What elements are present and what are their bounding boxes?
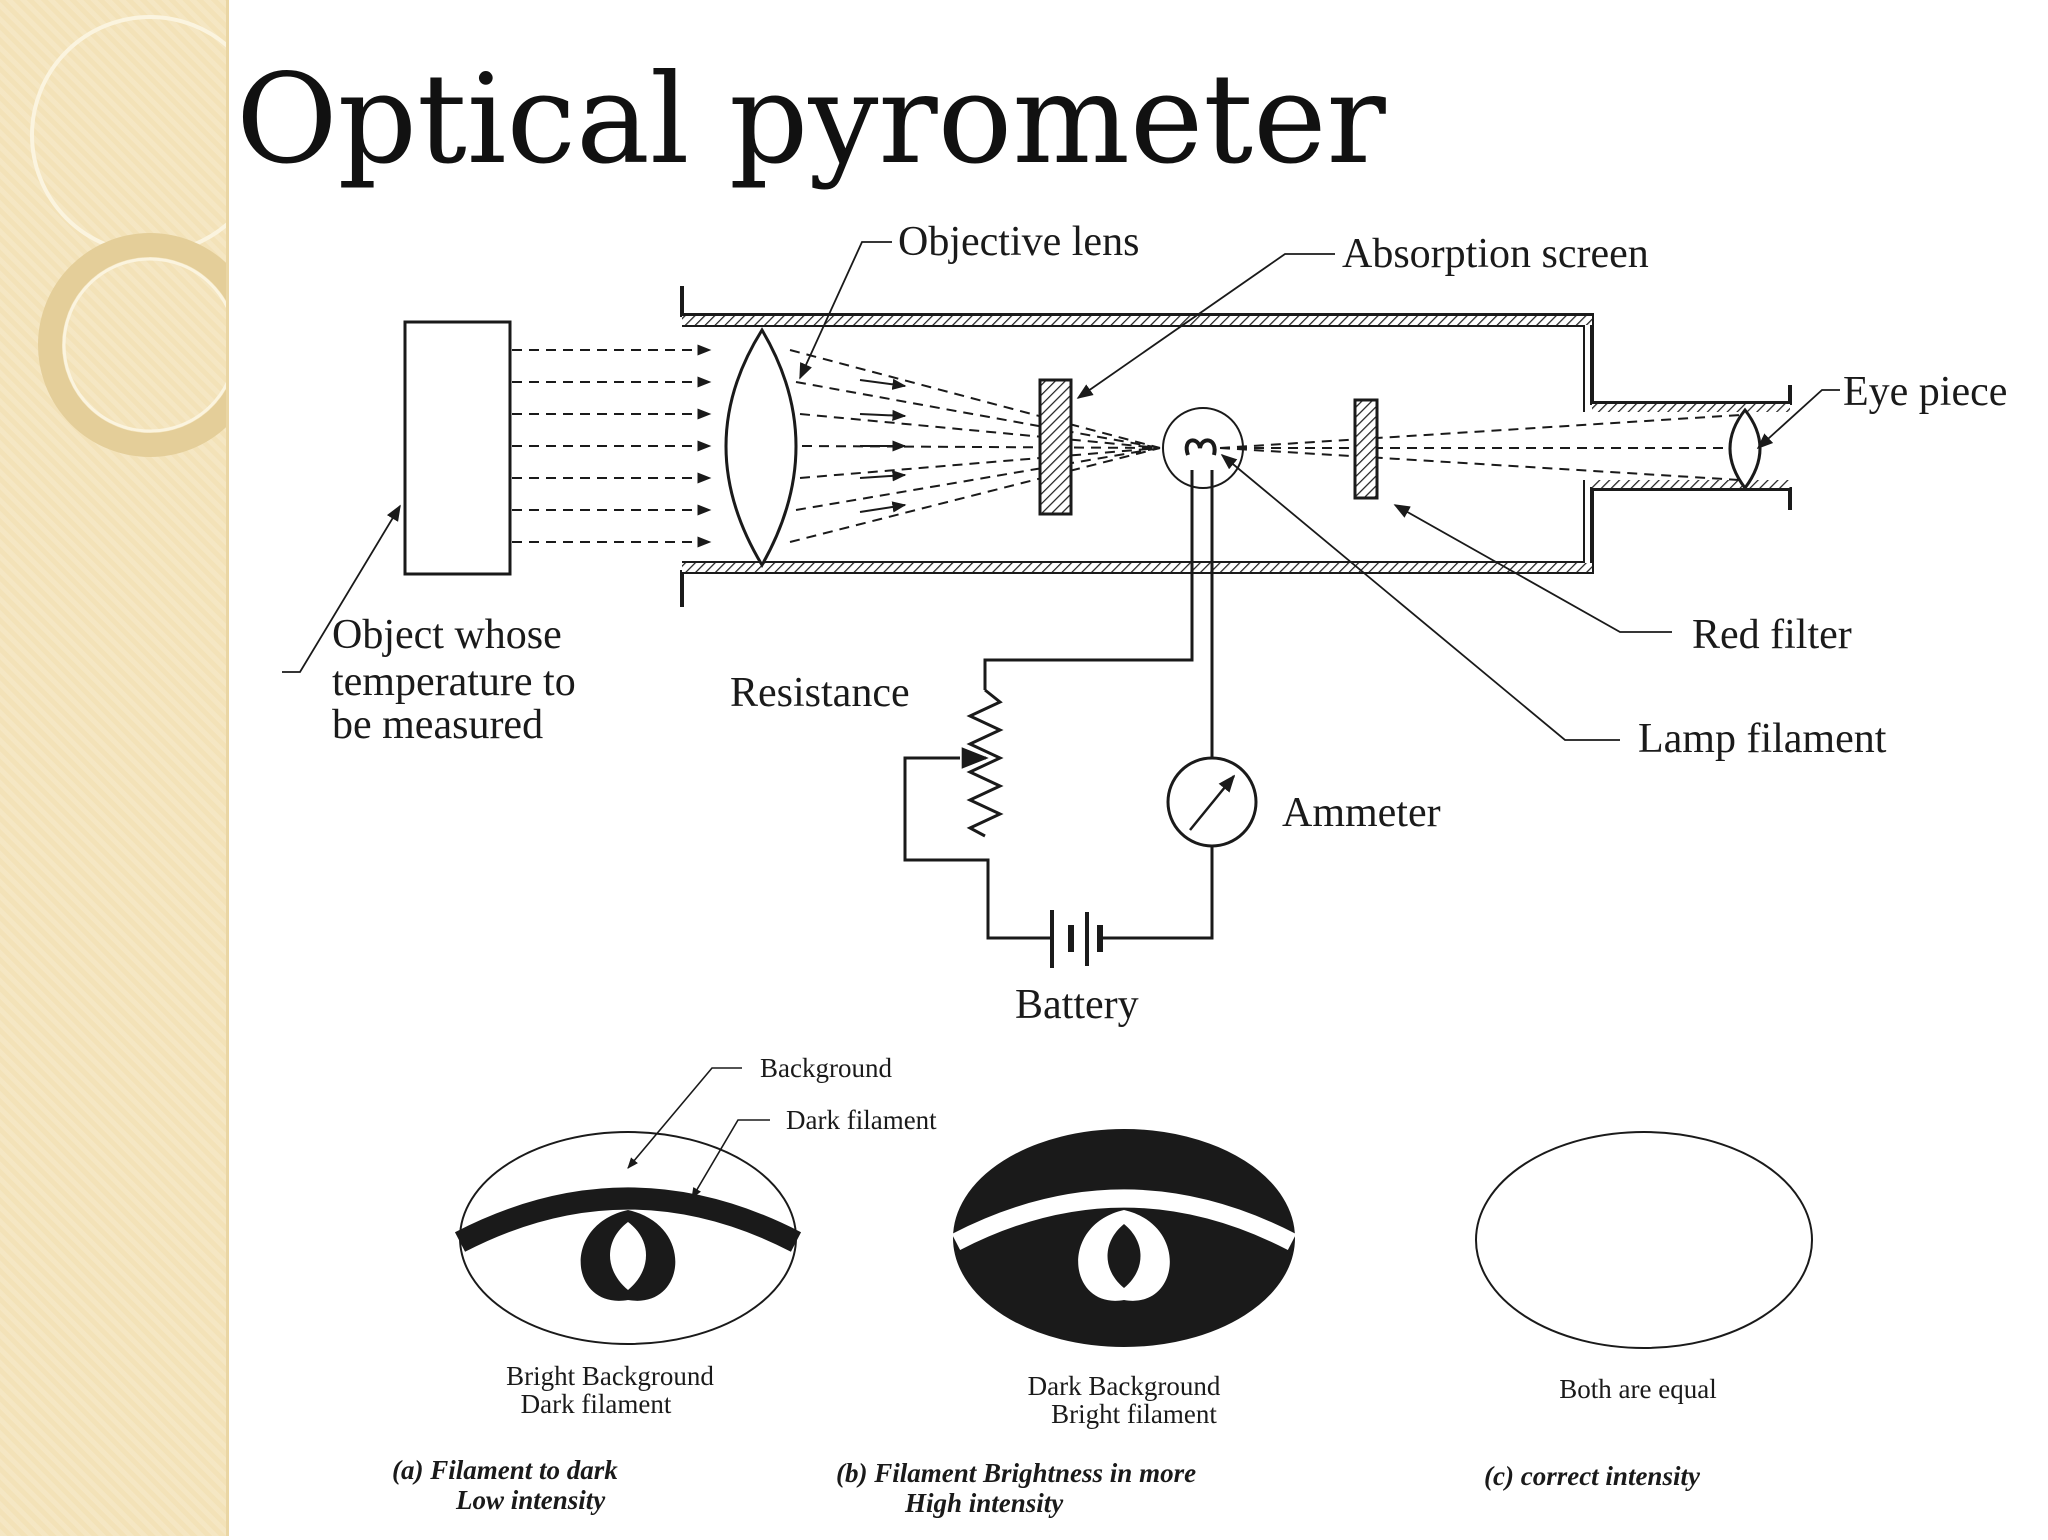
label-object-line-2: temperature to [332,659,576,705]
label-red-filter: Red filter [1692,612,1852,658]
view-b-caption-line-2: High intensity [904,1488,1064,1518]
sidebar-edge [226,0,229,1536]
eyepiece-lower-hatch [1592,480,1790,488]
leader-objective-lens [799,241,892,380]
decorative-sidebar [0,0,270,1536]
tube-lower-wall [680,487,1792,607]
leader-lamp-filament [1220,453,1620,741]
label-dark-filament: Dark filament [786,1105,937,1135]
red-filter [1353,398,1379,500]
leader-eye-piece [1756,389,1840,450]
leader-background [627,1067,742,1169]
view-a-low-intensity [454,1131,802,1345]
label-lamp-filament: Lamp filament [1638,716,1887,762]
label-eye-piece: Eye piece [1843,369,2007,415]
view-a-caption-line-1: (a) Filament to dark [392,1455,618,1485]
objective-lens [724,327,798,568]
leader-red-filter [1393,504,1672,633]
slide-title: Optical pyrometer [236,48,1386,192]
label-ammeter: Ammeter [1282,790,1441,836]
tube-upper-wall [680,286,1792,405]
leader-absorption-screen [1076,253,1335,399]
view-b-bright-filament-arc [951,1189,1297,1250]
label-object-line-1: Object whose [332,612,562,658]
view-b-desc-line-1: Dark Background [1028,1371,1221,1401]
battery-symbol [1050,910,1103,968]
view-leader-lines [627,1067,770,1199]
label-absorption-screen: Absorption screen [1342,231,1649,277]
object-box [403,320,512,576]
electric-circuit [903,470,1214,940]
leader-lines [282,241,1840,741]
label-battery: Battery [1015,982,1139,1028]
view-c-correct-intensity [1475,1131,1813,1349]
view-c-desc-line-1: Both are equal [1559,1374,1716,1404]
resistance-zigzag [966,688,1004,838]
wire-ammeter-to-battery [1100,840,1214,940]
view-a-caption-line-2: Low intensity [455,1485,606,1515]
view-c-caption-line-1: (c) correct intensity [1484,1461,1701,1491]
leader-dark-filament [691,1119,770,1199]
lamp-filament [1184,438,1217,456]
lamp-bulb [1162,407,1244,489]
view-a-dark-filament-arc [454,1187,802,1252]
view-b-high-intensity [951,1129,1297,1347]
view-a-desc-line-1: Bright Background [506,1361,714,1391]
view-a-desc-line-2: Dark filament [521,1389,672,1419]
view-b-desc-line-2: Bright filament [1051,1399,1217,1429]
wire-lamp-to-resistance [983,470,1194,690]
rays-object-to-lens [512,344,712,548]
label-object-line-3: be measured [332,702,543,748]
rays-converging [789,349,1161,543]
ammeter-needle [1189,774,1236,831]
leader-object [282,504,401,673]
rays-to-eyepiece [1219,414,1741,481]
eyepiece-upper-hatch [1592,404,1790,412]
wire-resistance-to-battery [903,756,1052,940]
tube-lower-hatch [682,563,1592,572]
telescope-tube [680,286,1792,607]
tube-upper-hatch [682,316,1592,325]
view-b-caption-line-1: (b) Filament Brightness in more [836,1458,1196,1488]
label-objective-lens: Objective lens [898,219,1139,265]
eye-piece-lens [1728,407,1762,491]
label-resistance: Resistance [730,670,910,716]
label-background: Background [760,1053,892,1083]
absorption-screen [1038,378,1073,516]
